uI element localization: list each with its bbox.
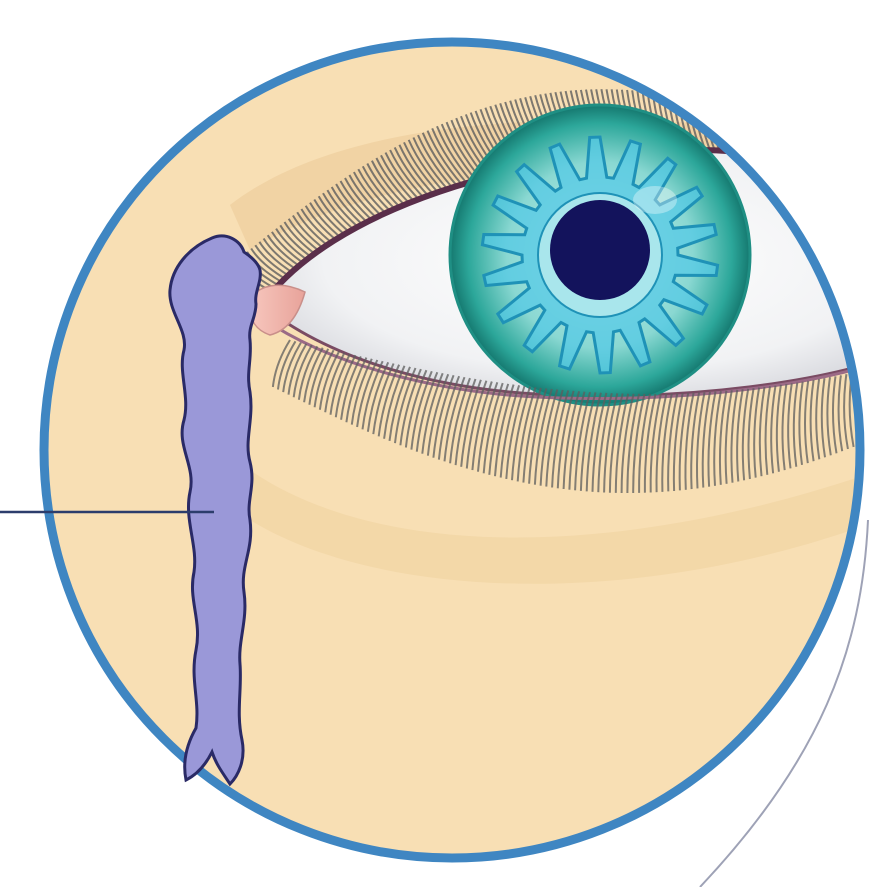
upper-eyelash xyxy=(790,110,799,167)
upper-eyelash xyxy=(858,124,863,169)
upper-eyelash xyxy=(795,111,803,167)
upper-eyelash xyxy=(805,113,813,168)
upper-eyelash xyxy=(740,102,753,166)
upper-eyelash xyxy=(780,109,789,167)
upper-eyelash xyxy=(810,114,817,168)
upper-eyelash xyxy=(848,122,853,169)
upper-eyelash xyxy=(750,104,762,167)
upper-eyelash xyxy=(862,125,867,170)
upper-eyelash xyxy=(765,106,775,166)
upper-eyelash xyxy=(775,108,785,167)
upper-eyelash xyxy=(843,121,849,169)
upper-eyelash xyxy=(834,119,840,169)
lower-eyelash xyxy=(866,370,870,440)
iris-highlight xyxy=(633,186,677,214)
upper-eyelash xyxy=(800,112,808,167)
upper-eyelash xyxy=(824,117,830,168)
upper-eyelash xyxy=(819,116,826,168)
upper-eyelash xyxy=(770,107,780,167)
upper-eyelash xyxy=(853,123,858,169)
upper-eyelash xyxy=(745,103,757,166)
upper-eyelash xyxy=(785,109,794,167)
upper-eyelash xyxy=(760,105,771,166)
upper-eyelash xyxy=(829,118,835,169)
pupil xyxy=(550,200,650,300)
upper-eyelash xyxy=(867,126,871,169)
upper-eyelash xyxy=(814,115,821,168)
upper-eyelash xyxy=(839,120,845,169)
upper-eyelash xyxy=(755,104,766,166)
